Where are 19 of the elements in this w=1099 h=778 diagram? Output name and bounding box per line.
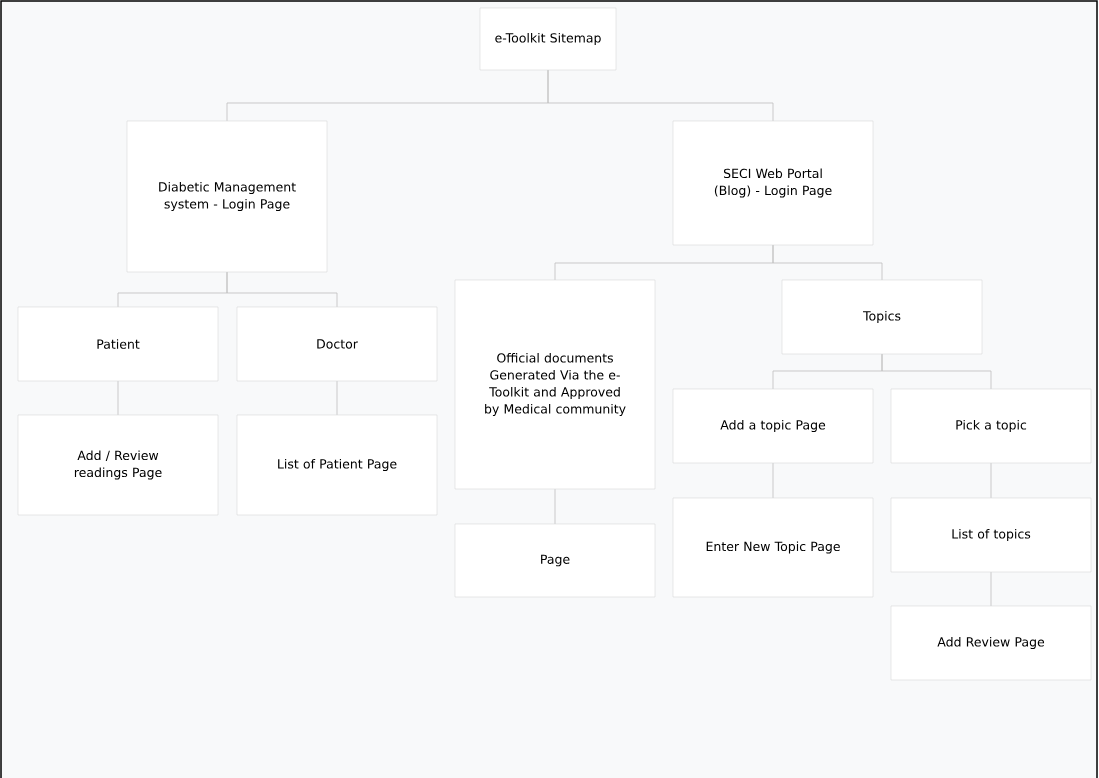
page-box: List of topics (890, 497, 1092, 573)
page-box: Topics (781, 279, 983, 355)
connector-line (226, 271, 338, 308)
page-box: Add Review Page (890, 605, 1092, 681)
page-box: Patient (17, 306, 219, 382)
page-box: Official documents Generated Via the e-Toolkit and Approved by Medical community (454, 279, 656, 490)
page-box: Page (454, 523, 656, 598)
page-box: List of Patient Page (236, 414, 438, 516)
page-box: Enter New Topic Page (672, 497, 874, 598)
connector-line (547, 69, 774, 122)
page-box: e-Toolkit Sitemap (479, 7, 617, 71)
page-box: Doctor (236, 306, 438, 382)
page-box: Add a topic Page (672, 388, 874, 464)
page-box: SECI Web Portal (Blog) - Login Page (672, 120, 874, 246)
connector-line (772, 244, 883, 281)
connector-line (881, 353, 992, 390)
page-box: Add / Review readings Page (17, 414, 219, 516)
page-box: Diabetic Management system - Login Page (126, 120, 328, 273)
page-box: Pick a topic (890, 388, 1092, 464)
